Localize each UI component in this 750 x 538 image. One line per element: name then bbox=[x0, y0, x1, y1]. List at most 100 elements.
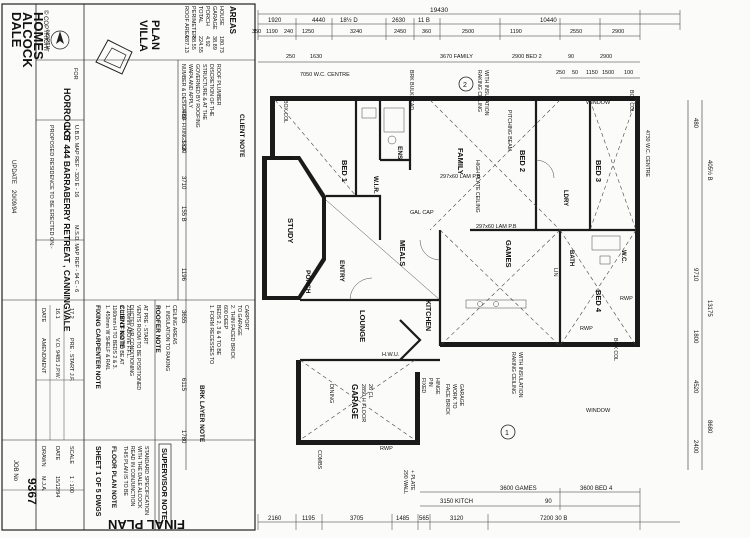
dim-top: 1630 bbox=[310, 54, 322, 60]
bricklayer-line: 600 DEEP bbox=[222, 305, 228, 330]
raking-note-line: RAKING CEILING bbox=[510, 352, 516, 394]
section-1-label: 1 bbox=[505, 430, 509, 437]
dim-top: 250 bbox=[286, 54, 295, 60]
roofer-title: ROOFER NOTE bbox=[154, 305, 161, 353]
client-note-line: ROOF PLUMBER bbox=[215, 64, 221, 106]
dim-top: 1190 bbox=[510, 29, 522, 35]
area-label: PERIMETER bbox=[190, 6, 196, 38]
area-value: 224.55 bbox=[197, 36, 203, 53]
raking-note-line: WITH INSULATION bbox=[483, 70, 489, 116]
carpenter-note: FIXING CARPENTER NOTE bbox=[94, 305, 101, 389]
drawn-value: M.J.A. bbox=[40, 476, 46, 492]
room-study: STUDY bbox=[286, 218, 295, 243]
drawing-info: DRAWN M.J.A. DATE 15/12/94 SCALE 1 : 100… bbox=[2, 446, 84, 505]
dim-top: 10440 bbox=[540, 18, 557, 24]
dim-left: 480 bbox=[180, 110, 186, 121]
rwp-note: RWP bbox=[280, 156, 293, 162]
section-2-label: 2 bbox=[463, 82, 467, 89]
dim-top: 1250 bbox=[302, 29, 314, 35]
aircon-line: AT PRE - START bbox=[142, 305, 148, 345]
drawing-note-line: STANDARD SPECIFICATION bbox=[143, 446, 149, 515]
dim-top: 1500 bbox=[602, 70, 614, 76]
amend-header-date: DATE bbox=[40, 308, 46, 323]
bricklayer-title: BRK LAYER NOTE bbox=[198, 385, 205, 443]
company-name-line1: DALE bbox=[9, 12, 24, 48]
rwp-note: RWP bbox=[580, 326, 593, 332]
brand-line1: VILLA bbox=[137, 20, 149, 52]
ubd-ref: U.B.D. MAP REF - 320 E - 16 bbox=[73, 125, 79, 197]
rwp-note: RWP bbox=[620, 296, 633, 302]
room-wc: W.C. bbox=[620, 250, 626, 263]
area-label: ROOF AREA bbox=[183, 6, 189, 38]
dim-top: 18½ D bbox=[340, 17, 358, 24]
bricklayer-note: BRK LAYER NOTE bbox=[198, 385, 205, 443]
area-value: 180.73 bbox=[218, 36, 224, 53]
dim-top: 3670 FAMILY bbox=[440, 54, 473, 60]
client-for-label: FOR bbox=[72, 68, 78, 80]
dim-bottom: 3150 KITCH bbox=[440, 499, 473, 505]
dim-bottom: 7200 30 B bbox=[540, 516, 567, 522]
dim-top: 2900 bbox=[612, 29, 624, 35]
centre-note: 7050 W.C. CENTRE bbox=[300, 72, 350, 78]
dim-top: 50 bbox=[572, 70, 578, 76]
areas-table: AREAS HOUSE 180.73 GARAGE 38.89 PORCH 4.… bbox=[183, 6, 237, 53]
drawing-note-line: THIS PLAN IS TO BE bbox=[122, 446, 128, 497]
msd-ref: M.S.D. MAP REF - 94 C - 6 bbox=[73, 225, 79, 292]
carpenter-line: 2. TOP OF F.R. TO BE AT bbox=[118, 305, 124, 366]
room-lounge: LOUNGE bbox=[358, 310, 367, 342]
floor-plan-note: FLOOR PLAN NOTE bbox=[110, 446, 117, 509]
area-value: 4.92 bbox=[204, 36, 210, 47]
top-dimensions: 19430 1920 4440 18½ D 2630 11 B 10440 35… bbox=[252, 7, 681, 79]
dim-bottom: 3120 bbox=[450, 516, 464, 522]
face-brick-note-line: GARAGE bbox=[458, 384, 464, 407]
amend-text: PRE . START J.F. bbox=[68, 338, 74, 382]
job-label: JOB No bbox=[12, 460, 18, 482]
update-date: 20/09/94 bbox=[10, 190, 16, 214]
area-value: 38.89 bbox=[211, 36, 217, 50]
gal-cap-note: GAL CAP bbox=[410, 210, 434, 216]
internal-walls bbox=[300, 100, 636, 362]
drawing-title: FLOOR PLAN NOTE bbox=[110, 446, 117, 509]
aircon-note: CLIENT NOTE bbox=[118, 305, 125, 349]
dim-top: 2900 bbox=[600, 54, 612, 60]
dim-right: 8680 bbox=[706, 420, 712, 434]
villa-plan-logo: VILLA PLAN bbox=[95, 20, 161, 75]
room-bed3: BED 3 bbox=[594, 160, 603, 182]
date-label: DATE bbox=[54, 446, 60, 461]
drawing-note-line: WITH THE DALE ALCOCK bbox=[136, 446, 142, 509]
aircon-title: CLIENT NOTE bbox=[118, 305, 125, 349]
high-plate-note: HIGH PLATE CEILING bbox=[474, 160, 480, 213]
north-label: NORTH bbox=[44, 30, 50, 49]
carpenter-line: 1160mm H TO BEDS 2 & 3. bbox=[111, 305, 117, 369]
company-name-line2: ALCOCK bbox=[20, 12, 35, 68]
bricklayer-line: TO GARAGE bbox=[236, 305, 242, 336]
client-note-line: STRUCTURE & AT THE bbox=[201, 64, 207, 120]
scale-label: SCALE bbox=[68, 446, 74, 464]
dim-top: 250 bbox=[556, 70, 565, 76]
roofer-line: CEILING AREAS bbox=[171, 305, 177, 345]
fixed-pin-note-line: FIXED bbox=[420, 378, 426, 394]
dim-top: 100 bbox=[624, 70, 633, 76]
title-block: DALE ALCOCK HOMES © COPYRIGHT UPDATE 20/… bbox=[1, 3, 256, 532]
dim-left: 6115 bbox=[180, 378, 186, 392]
carpenter-title: FIXING CARPENTER NOTE bbox=[94, 305, 101, 389]
job-number: 9367 bbox=[25, 478, 39, 505]
room-bed2: BED 2 bbox=[518, 150, 527, 172]
amend-date: 17.2 bbox=[68, 308, 74, 319]
area-value: 287.13 bbox=[183, 36, 189, 53]
room-porch: PORCH bbox=[304, 270, 311, 294]
bricklayer-line: 2. THIN FACED BRICK bbox=[229, 305, 235, 359]
dim-right: 405½ B bbox=[706, 160, 713, 181]
dim-bottom: 1195 bbox=[302, 516, 316, 522]
client-note-title: CLIENT NOTE bbox=[238, 114, 245, 158]
dim-bottom: 565 bbox=[419, 516, 430, 522]
roofer-line: 1. INSULATION TO RAKING bbox=[164, 305, 170, 371]
area-label: GARAGE bbox=[211, 6, 217, 30]
bricklayer-line: BEDS 2, 3 & 4 TO BE bbox=[215, 305, 221, 356]
area-label: TOTAL bbox=[197, 6, 203, 23]
dim-top: 4440 bbox=[312, 18, 326, 24]
dim-right: 9710 bbox=[692, 268, 698, 282]
drawn-label: DRAWN bbox=[40, 446, 46, 467]
supervisor-title: SUPERVISOR NOTE bbox=[160, 448, 169, 520]
